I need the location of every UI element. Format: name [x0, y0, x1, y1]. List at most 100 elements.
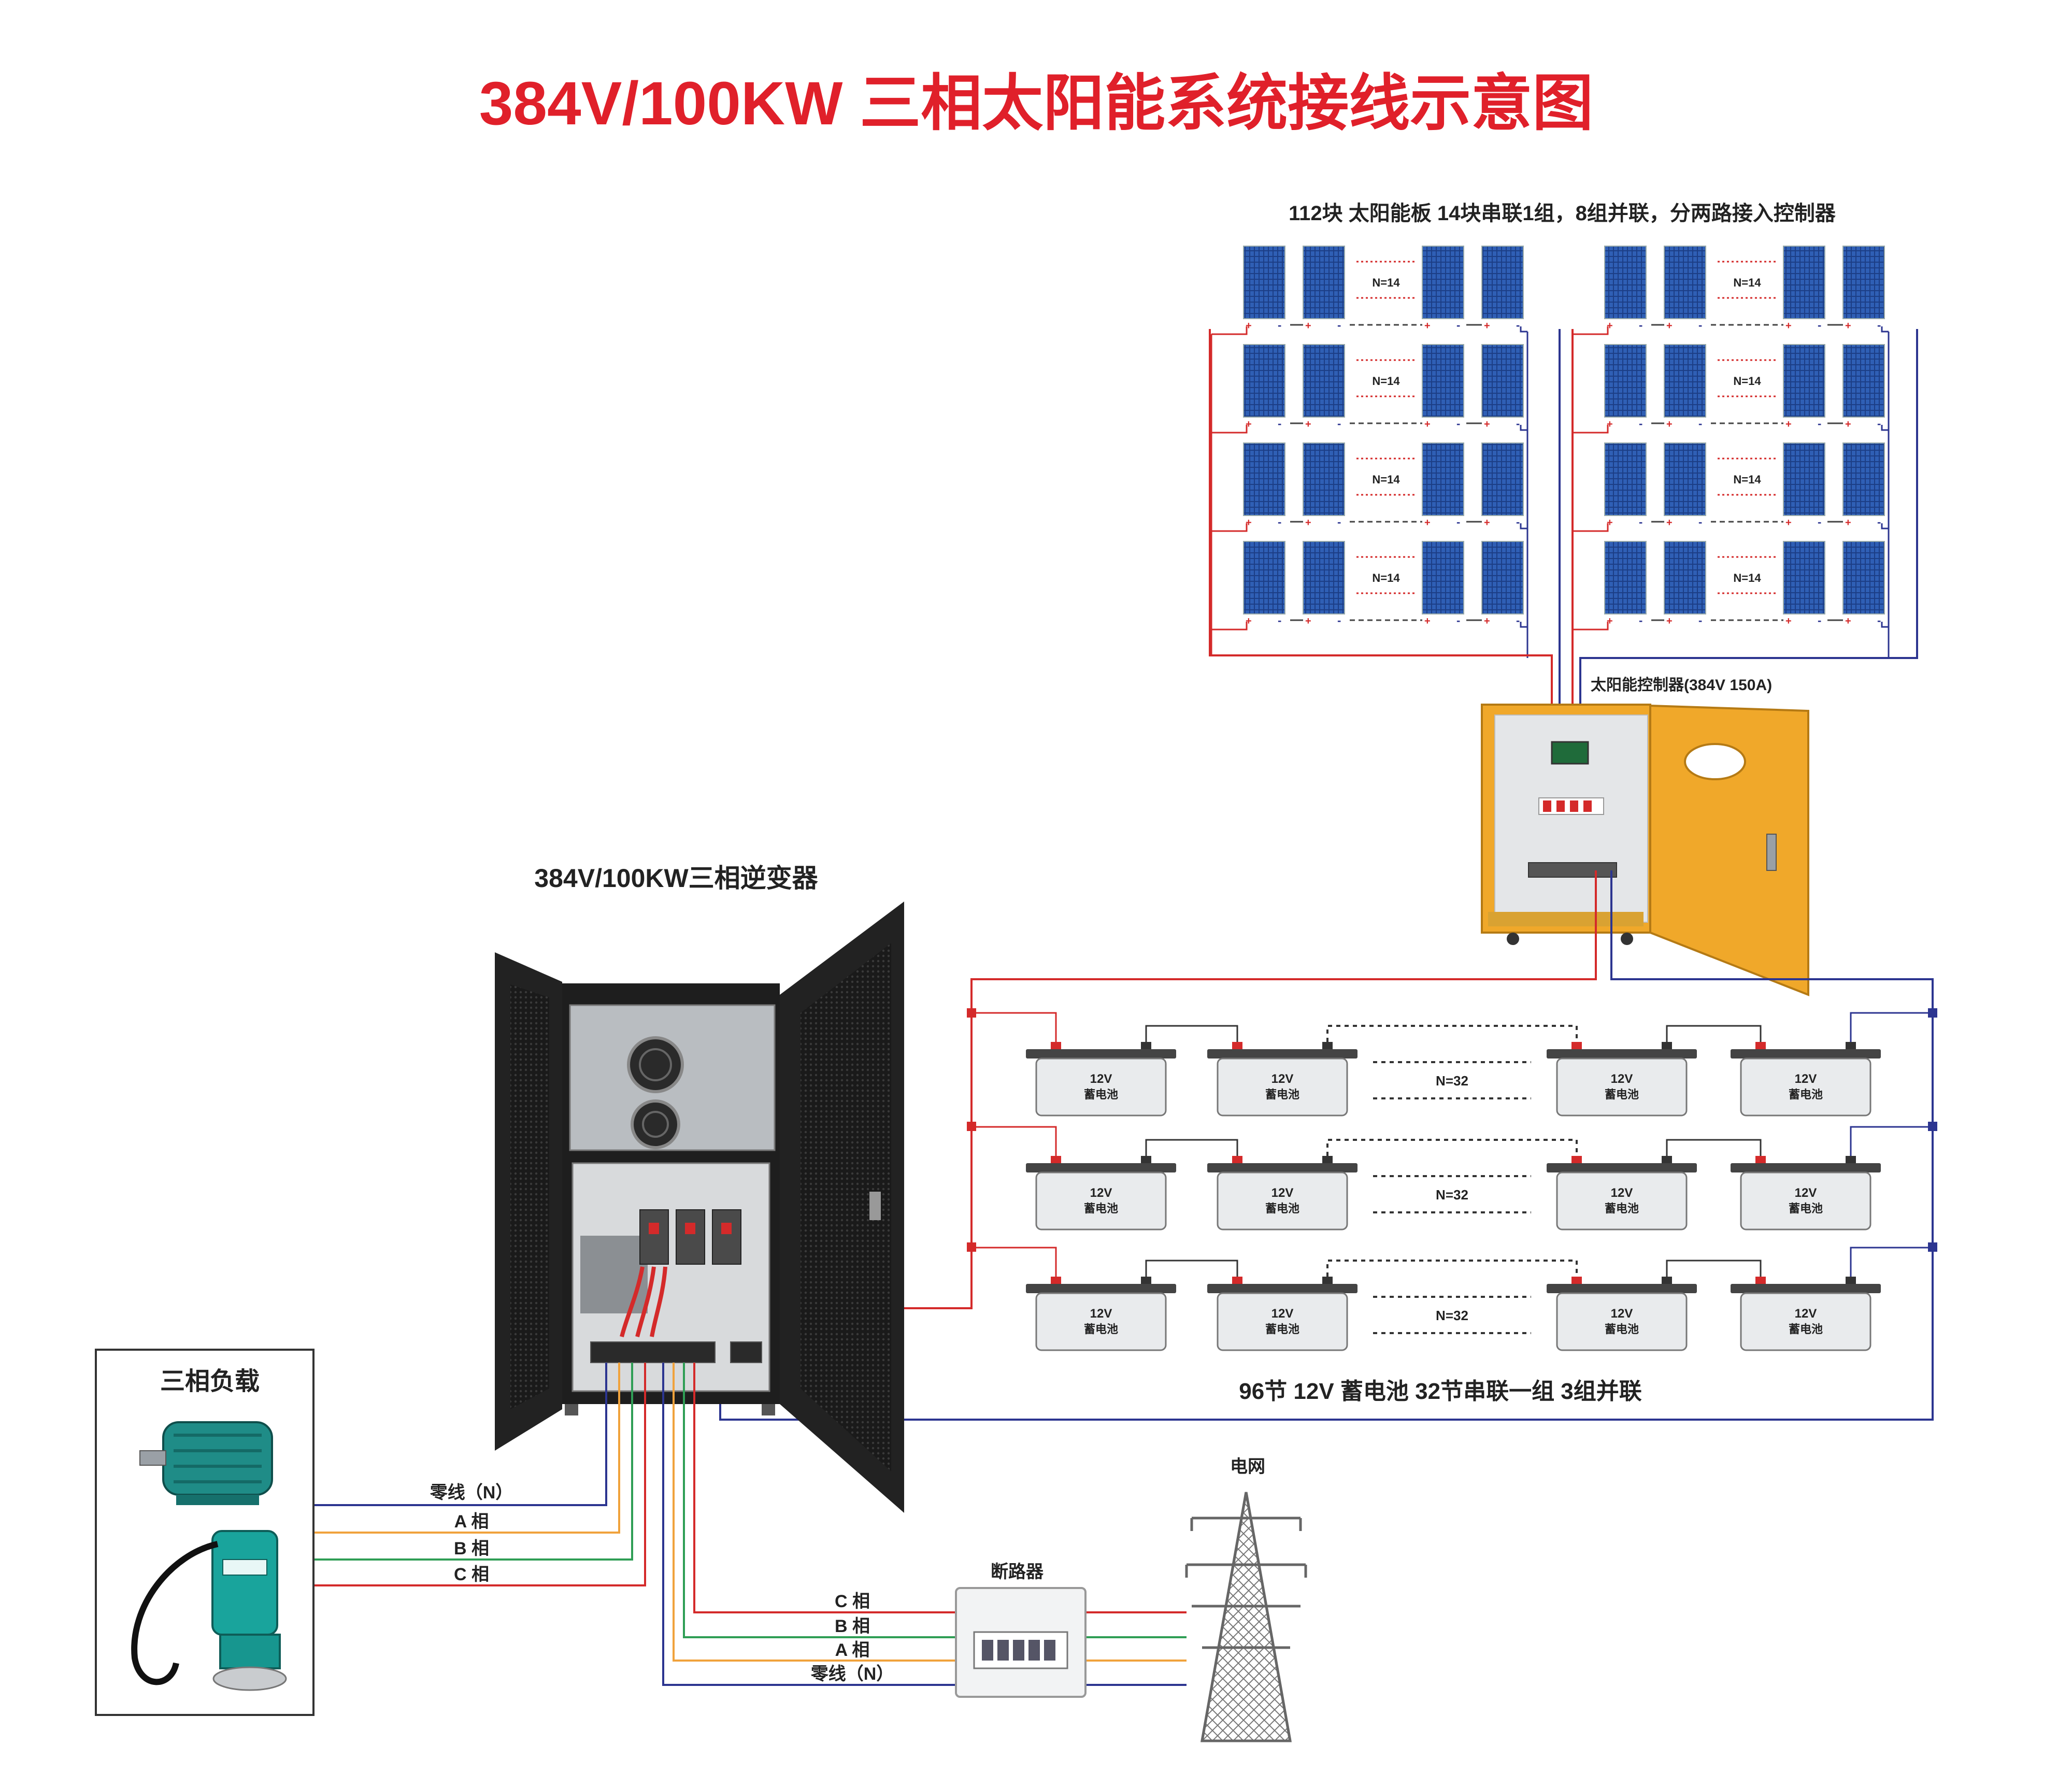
breaker-line-neutral: 零线（N） [811, 1664, 894, 1684]
solar-panel [1842, 442, 1885, 516]
battery-voltage-label: 12V [1271, 1072, 1294, 1086]
load-c-phase-wire [313, 1363, 646, 1586]
inverter-breaker-2 [676, 1209, 705, 1265]
battery-series-label: N=32 [1436, 1073, 1468, 1089]
three-phase-load: 三相负载 [95, 1349, 315, 1716]
battery-voltage-label: 12V [1611, 1307, 1633, 1321]
svg-text:+: + [1484, 616, 1490, 627]
solar-series-label: N=14 [1372, 571, 1400, 584]
svg-text:+: + [1305, 517, 1311, 528]
solar-panel [1303, 442, 1345, 516]
solar-panel [1303, 344, 1345, 418]
battery-voltage-label: 12V [1611, 1186, 1633, 1200]
svg-text:-: - [1516, 614, 1520, 627]
battery-series-label: N=32 [1436, 1187, 1468, 1203]
battery-voltage-label: 12V [1611, 1072, 1633, 1086]
controller-door-handle [1766, 834, 1777, 871]
svg-text:-: - [1337, 516, 1341, 528]
svg-text:-: - [1516, 319, 1520, 332]
motor-icon [139, 1421, 273, 1505]
svg-text:-: - [1818, 417, 1821, 430]
controller-label: 太阳能控制器(384V 150A) [1591, 677, 1772, 694]
breaker-title: 断路器 [991, 1562, 1044, 1582]
svg-text:+: + [1484, 419, 1490, 430]
solar-panel-group: +-+-+-+-N=14 [1573, 246, 1889, 335]
solar-panel-group: +-+-+-+-N=14 [1211, 344, 1527, 434]
solar-panel [1842, 344, 1885, 418]
solar-series-label: N=14 [1372, 276, 1400, 289]
solar-panel [1604, 246, 1647, 319]
svg-text:-: - [1278, 516, 1281, 528]
solar-series-label: N=14 [1733, 276, 1761, 289]
svg-text:-: - [1818, 614, 1821, 627]
svg-text:+: + [1424, 419, 1431, 430]
svg-text:-: - [1278, 614, 1281, 627]
solar-panel-group: +-+-+-+-N=14 [1211, 246, 1527, 335]
svg-text:-: - [1639, 516, 1642, 528]
svg-text:+: + [1785, 320, 1792, 332]
battery-voltage-label: 12V [1271, 1186, 1294, 1200]
svg-text:-: - [1698, 319, 1702, 332]
solar-panel-group: +-+-+-+-N=14 [1211, 541, 1527, 631]
battery-voltage-label: 12V [1090, 1186, 1112, 1200]
svg-text:+: + [1305, 616, 1311, 627]
solar-array: 112块 太阳能板 14块串联1组，8组并联，分两路接入控制器 +-+-+-+-… [1210, 202, 1890, 658]
svg-text:+: + [1246, 320, 1252, 332]
battery-voltage-label: 12V [1090, 1072, 1112, 1086]
svg-text:+: + [1666, 517, 1673, 528]
ac-wiring: 零线（N） A 相 B 相 C 相 C 相 B 相 A 相 零线（N） [313, 1363, 1187, 1686]
solar-series-label: N=14 [1372, 375, 1400, 388]
battery-rows: 12V蓄电池12V蓄电池12V蓄电池12V蓄电池N=3212V蓄电池12V蓄电池… [971, 1012, 1933, 1351]
battery-name-label: 蓄电池 [1789, 1088, 1823, 1101]
solar-panel [1481, 541, 1524, 614]
breaker-a-phase-wire [673, 1363, 956, 1662]
solar-panel [1422, 344, 1464, 418]
solar-panel-group: +-+-+-+-N=14 [1573, 442, 1889, 532]
solar-panel-group: +-+-+-+-N=14 [1573, 344, 1889, 434]
solar-panel [1481, 246, 1524, 319]
svg-text:-: - [1877, 319, 1881, 332]
battery-caption: 96节 12V 蓄电池 32节串联一组 3组并联 [1239, 1379, 1642, 1404]
breaker-line-b: B 相 [835, 1617, 870, 1636]
load-line-neutral: 零线（N） [430, 1482, 513, 1503]
solar-panel [1664, 442, 1706, 516]
solar-panel [1783, 442, 1825, 516]
svg-text:-: - [1877, 614, 1881, 627]
svg-text:-: - [1818, 319, 1821, 332]
controller-terminal-block [1528, 862, 1617, 878]
battery-voltage-label: 12V [1090, 1307, 1112, 1321]
svg-text:-: - [1337, 417, 1341, 430]
svg-text:+: + [1484, 320, 1490, 332]
controller-door-window [1684, 743, 1746, 780]
controller-door [1649, 704, 1809, 996]
svg-text:-: - [1456, 319, 1460, 332]
solar-panel-group: +-+-+-+-N=14 [1211, 442, 1527, 532]
controller-display [1551, 741, 1589, 765]
svg-text:-: - [1639, 417, 1642, 430]
battery-series-label: N=32 [1436, 1308, 1468, 1323]
load-line-c: C 相 [454, 1565, 489, 1584]
solar-panel [1783, 246, 1825, 319]
power-tower-icon [1185, 1492, 1307, 1742]
solar-panel [1842, 541, 1885, 614]
solar-series-label: N=14 [1733, 375, 1761, 388]
solar-panel [1664, 541, 1706, 614]
svg-text:+: + [1424, 616, 1431, 627]
solar-panel [1422, 541, 1464, 614]
svg-text:+: + [1607, 419, 1613, 430]
inverter-terminal-block [590, 1341, 716, 1363]
breaker-line-c: C 相 [835, 1592, 870, 1611]
breaker-panel: 断路器 [955, 1562, 1087, 1698]
svg-text:+: + [1845, 616, 1851, 627]
solar-panel [1664, 344, 1706, 418]
inverter-label: 384V/100KW三相逆变器 [534, 864, 818, 893]
